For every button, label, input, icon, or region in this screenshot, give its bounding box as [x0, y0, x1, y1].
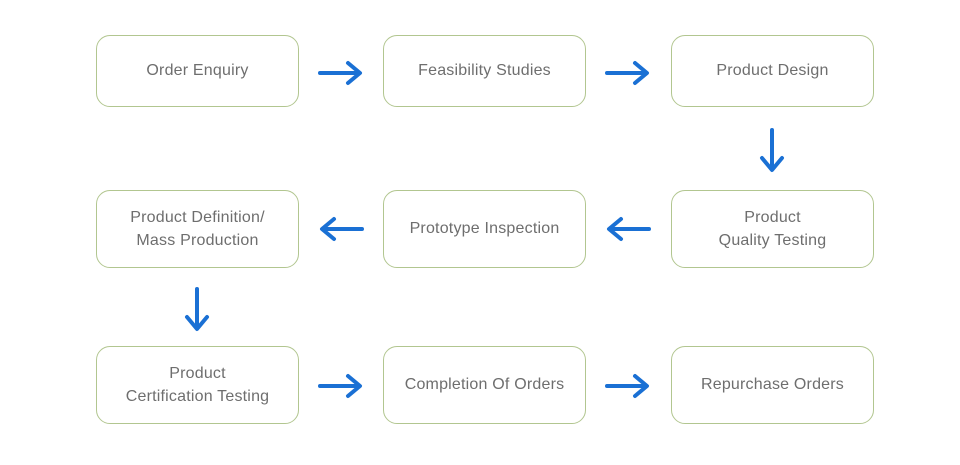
node-completion-of-orders: Completion Of Orders	[383, 346, 586, 424]
arrow-down-icon	[760, 128, 784, 172]
arrow-right-icon	[318, 374, 362, 398]
arrow-right-icon	[605, 61, 649, 85]
node-feasibility-studies: Feasibility Studies	[383, 35, 586, 107]
arrow-right-icon	[318, 61, 362, 85]
node-order-enquiry: Order Enquiry	[96, 35, 299, 107]
node-prototype-inspection: Prototype Inspection	[383, 190, 586, 268]
node-product-quality-testing: Product Quality Testing	[671, 190, 874, 268]
node-product-design: Product Design	[671, 35, 874, 107]
arrow-right-icon	[605, 374, 649, 398]
node-product-definition-mass-production: Product Definition/ Mass Production	[96, 190, 299, 268]
arrow-left-icon	[607, 217, 651, 241]
arrow-down-icon	[185, 287, 209, 331]
node-product-certification-testing: Product Certification Testing	[96, 346, 299, 424]
arrow-left-icon	[320, 217, 364, 241]
node-repurchase-orders: Repurchase Orders	[671, 346, 874, 424]
